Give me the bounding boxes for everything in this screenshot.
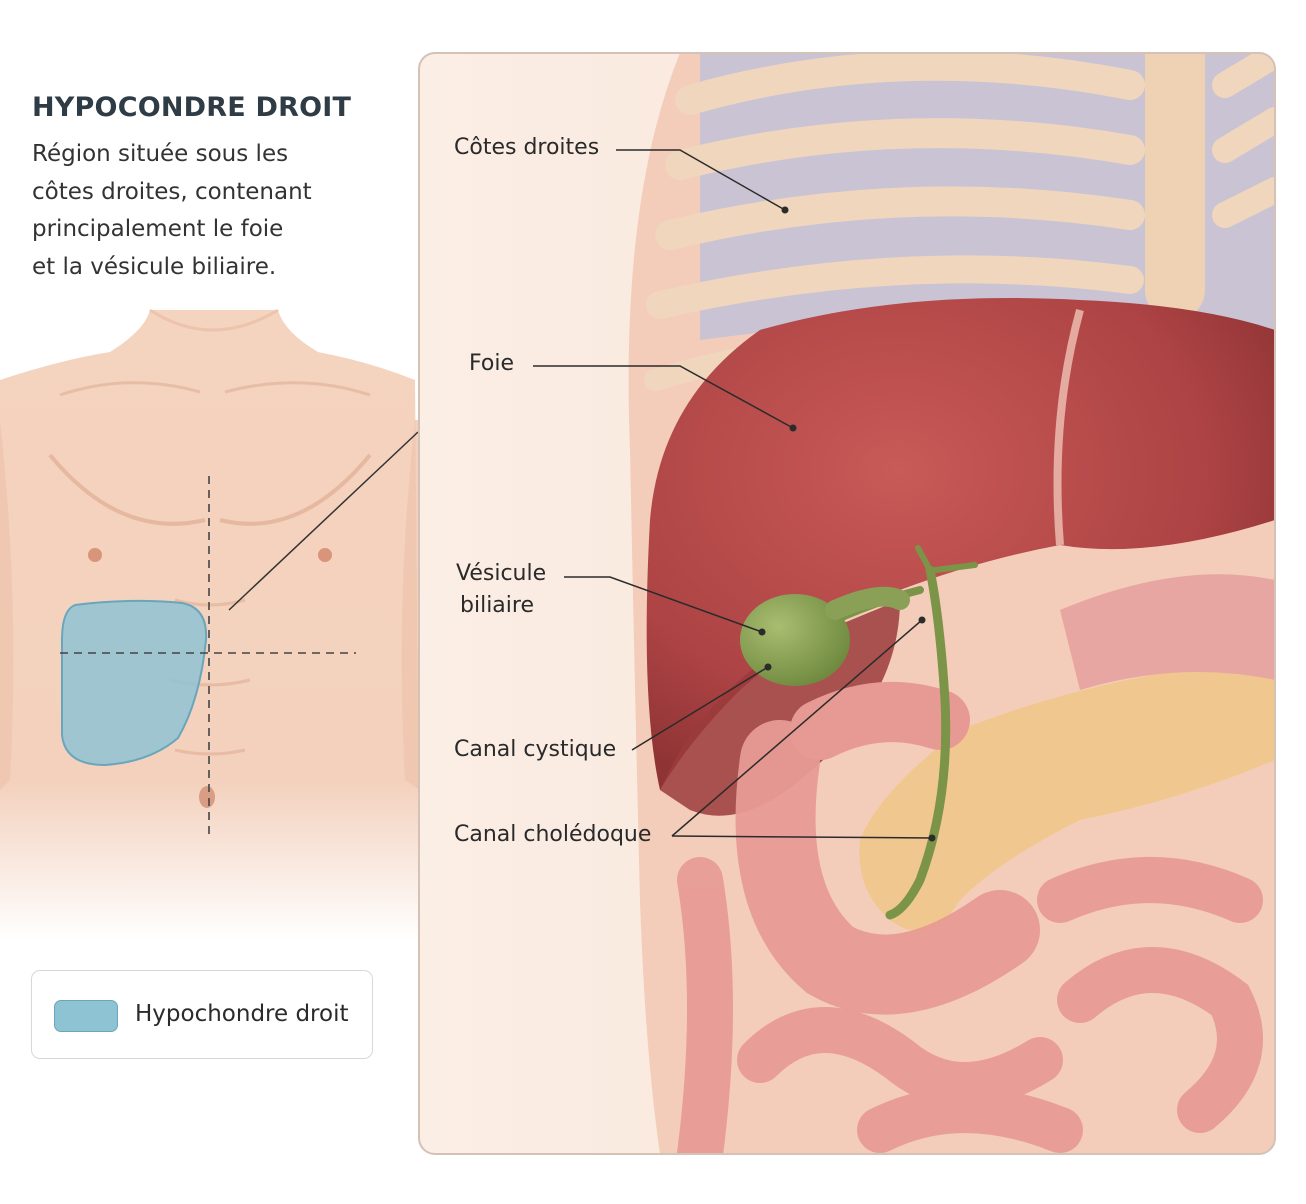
description-line: côtes droites, contenant [32, 178, 312, 205]
nipple-left [88, 548, 102, 562]
legend-swatch [54, 1000, 118, 1032]
label-gallbladder-line2: biliaire [460, 593, 534, 618]
gallbladder [740, 594, 850, 686]
label-cystic-duct-text: Canal cystique [454, 737, 616, 762]
label-common-bile-duct-text: Canal cholédoque [454, 822, 651, 847]
label-gallbladder-line1: Vésicule [456, 561, 546, 586]
common-bile-duct [885, 565, 951, 920]
legend: Hypochondre droit [31, 970, 373, 1059]
label-ribs-text: Côtes droites [454, 135, 599, 160]
navel [199, 786, 215, 808]
legend-label: Hypochondre droit [135, 1001, 349, 1027]
label-liver: Foie [469, 351, 797, 432]
liver [646, 298, 1275, 790]
nipple-right [318, 548, 332, 562]
label-cystic-duct: Canal cystique [454, 663, 772, 762]
zoom-connector-line [228, 431, 419, 611]
label-common-bile-duct: Canal cholédoque [454, 616, 936, 847]
description-line: Région située sous les [32, 141, 289, 167]
zoom-panel [419, 53, 1275, 1154]
ribs [644, 53, 1275, 391]
zoom-panel-border [418, 52, 1276, 1155]
region-description: Région située sous les côtes droites, co… [32, 136, 372, 286]
description-line: et la vésicule biliaire. [32, 253, 277, 280]
torso-illustration [0, 308, 420, 940]
right-hypochondrium-region [61, 599, 208, 767]
label-ribs: Côtes droites [454, 135, 789, 214]
intestines [677, 857, 1263, 1154]
label-gallbladder: Vésicule biliaire [456, 561, 766, 636]
description-line: principalement le foie [32, 216, 284, 242]
label-liver-text: Foie [469, 351, 514, 376]
page-title: HYPOCONDRE DROIT [32, 92, 352, 123]
